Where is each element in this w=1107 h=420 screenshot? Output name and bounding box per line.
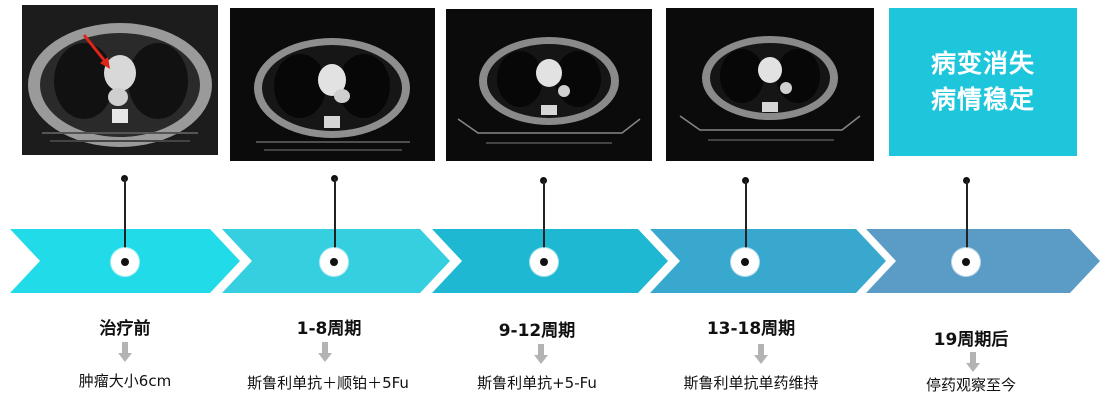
timeline-node-1 xyxy=(111,248,139,276)
timeline-node-5 xyxy=(952,248,980,276)
ct-scan-pretreatment xyxy=(22,5,218,155)
ct-scan-cycle-1-8 xyxy=(230,8,435,161)
down-arrow-icon xyxy=(318,342,332,362)
stage-desc-4: 斯鲁利单抗单药维持 xyxy=(683,374,819,392)
stage-desc-1: 肿瘤大小6cm xyxy=(78,372,172,390)
ct-scan-cycle-13-18-image xyxy=(666,8,874,161)
timeline-node-2 xyxy=(320,248,348,276)
connector-line-5 xyxy=(966,180,968,262)
timeline-node-4 xyxy=(731,248,759,276)
stage-title-3: 9-12周期 xyxy=(498,321,576,341)
stage-desc-2: 斯鲁利单抗＋顺铂＋5Fu xyxy=(247,374,409,392)
stage-title-4: 13-18周期 xyxy=(706,319,796,339)
stage-title-2: 1-8周期 xyxy=(296,319,362,339)
ct-scan-cycle-1-8-image xyxy=(230,8,435,161)
down-arrow-icon xyxy=(754,344,768,364)
ct-scan-cycle-9-12-image xyxy=(446,9,652,161)
result-line-1: 病变消失 xyxy=(930,49,1035,78)
down-arrow-icon xyxy=(534,344,548,364)
connector-line-2 xyxy=(334,178,336,262)
stage-desc-5: 停药观察至今 xyxy=(925,376,1016,394)
connector-line-3 xyxy=(543,180,545,262)
ct-scan-cycle-13-18 xyxy=(666,8,874,161)
stage-title-1: 治疗前 xyxy=(99,319,151,339)
red-arrow-icon xyxy=(100,57,110,69)
ct-scan-cycle-9-12 xyxy=(446,9,652,161)
connector-line-1 xyxy=(124,178,126,262)
connector-line-4 xyxy=(745,180,747,262)
stage-title-5: 19周期后 xyxy=(933,330,1009,350)
down-arrow-icon xyxy=(966,352,980,372)
result-line-2: 病情稳定 xyxy=(930,85,1035,114)
stage-desc-3: 斯鲁利单抗+5-Fu xyxy=(477,374,597,392)
timeline-node-3 xyxy=(530,248,558,276)
ct-scan-pretreatment-image xyxy=(22,5,218,155)
timeline-arrow-5 xyxy=(866,229,1100,293)
down-arrow-icon xyxy=(118,342,132,362)
result-box: 病变消失 病情稳定 xyxy=(889,8,1077,156)
timeline-arrow-4 xyxy=(650,229,886,293)
timeline-arrow-band xyxy=(10,229,1100,293)
